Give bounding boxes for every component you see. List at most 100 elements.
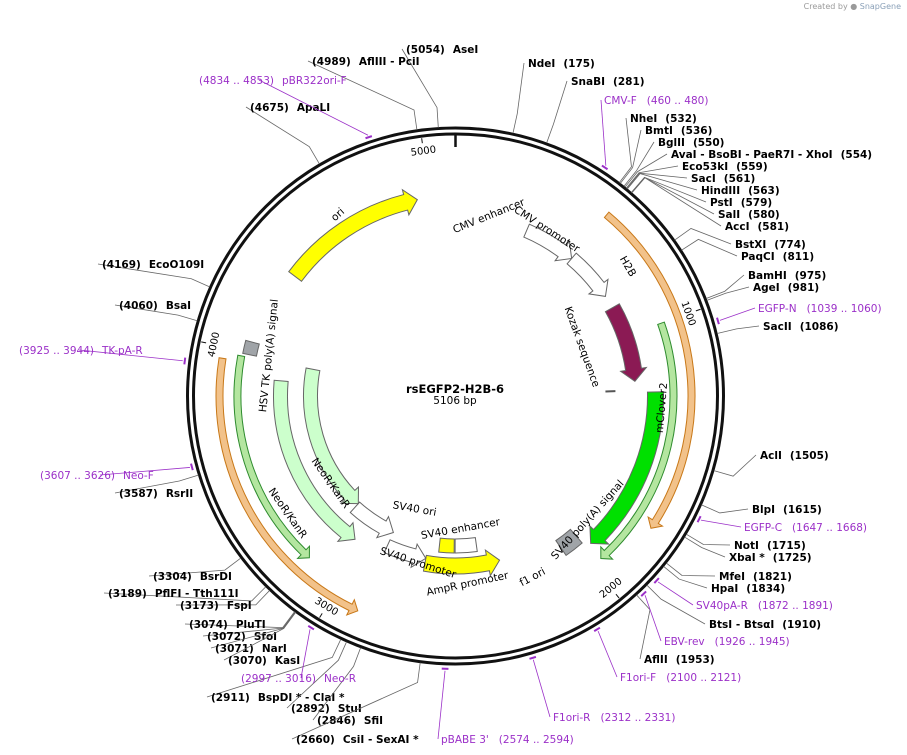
restriction-site-label: BglII(550) [658,137,724,149]
site-coord: (5054) [406,44,445,56]
site-leader-line [686,533,731,546]
site-coord: (3074) [189,619,228,631]
primer-mark [696,515,702,523]
site-name: KasI [275,655,300,667]
restriction-site-label: AvaI - BsoBI - PaeR7I - XhoI(554) [671,149,872,161]
site-coord: (3587) [119,488,158,500]
restriction-site-label: (4675)ApaLI [250,102,330,114]
primer-range: (2574 .. 2594) [499,734,574,746]
restriction-site-label: AflII(1953) [644,654,715,666]
site-leader-line [103,586,267,602]
backbone-outer [186,126,725,666]
primer-mark [529,655,537,660]
primer-label: EGFP-C(1647 .. 1668) [744,522,867,534]
primer-range: (2100 .. 2121) [666,672,741,684]
primer-name: EBV-rev [664,636,705,648]
site-name: AseI [453,44,478,56]
site-coord: (561) [724,173,756,185]
site-name: BtsI - BtsαI [709,619,774,631]
tick-label: 5000 [410,144,437,158]
feature-block [242,339,260,357]
primer-name: TK-pA-R [101,345,143,357]
primer-name: EGFP-C [744,522,782,534]
site-leader-line [623,141,655,187]
site-coord: (774) [774,239,806,251]
site-coord: (580) [748,209,780,221]
credit-prefix: Created by [803,2,848,11]
feature-arrow [273,379,356,543]
restriction-site-label: (2892)StuI [291,703,362,715]
site-coord: (1910) [782,619,821,631]
feature-label: SV40 enhancer [420,516,501,542]
site-name: SalI [718,209,740,221]
restriction-site-label: (4989)AflIII - PciI [312,56,420,68]
site-leader-line [663,566,708,589]
primer-label: F1ori-F(2100 .. 2121) [620,672,741,684]
primer-range: (2997 .. 3016) [241,673,316,685]
primer-leader-line [78,349,183,362]
plasmid-name: rsEGFP2-H2B-6 [405,382,505,396]
site-leader-line [618,117,632,183]
site-name: BsrDI [200,571,232,583]
site-coord: (3173) [180,600,219,612]
site-leader-line [625,165,679,189]
primer-range: (4834 .. 4853) [199,75,274,87]
restriction-site-label: SalI (580) [718,209,780,221]
site-name: NotI [734,540,759,552]
restriction-site-label: PstI(579) [710,197,772,209]
site-leader-line [684,536,726,558]
snapgene-logo-icon: ● [850,2,858,11]
restriction-site-label: SacI(561) [691,173,755,185]
primer-mark [601,164,609,171]
restriction-site-label: XbaI *(1725) [729,552,812,564]
restriction-site-label: NotI(1715) [734,540,806,552]
primer-name: Neo-R [324,673,356,685]
restriction-site-label: (4169)EcoO109I [102,259,204,271]
orf-arc-inner [233,354,310,559]
feature-arrow [589,391,664,545]
restriction-site-label: PaqCI(811) [741,251,814,263]
restriction-site-label: (3304)BsrDI [153,571,232,583]
site-name: HindIII [701,185,740,197]
tick-mark [319,613,323,618]
site-name: NarI [262,643,287,655]
restriction-site-label: (3071)NarI [215,643,287,655]
restriction-site-label: HindIII (563) [701,185,780,197]
site-coord: (532) [665,113,697,125]
site-coord: (579) [741,197,773,209]
site-coord: (1834) [746,583,785,595]
site-coord: (1615) [783,504,822,516]
tick-label: 4000 [206,331,222,358]
primer-name: F1ori-R [553,712,590,724]
restriction-site-label: BtsI - BtsαI (1910) [709,619,821,631]
site-coord: (3189) [108,588,147,600]
feature-label: mClover2 [654,382,670,433]
feature-block [438,537,455,554]
site-name: SnaBI [571,76,605,88]
restriction-site-label: (3173)FspI [180,600,252,612]
site-coord: (281) [613,76,645,88]
orf-arc [603,211,696,529]
site-leader-line [620,129,642,184]
restriction-site-label: Eco53kI(559) [682,161,768,173]
site-name: AclI [760,450,782,462]
feature-arrow [566,252,609,297]
snapgene-credit: Created by ● SnapGene [804,2,901,11]
restriction-site-label: (4060)BsaI [119,300,191,312]
feature-arrow [349,501,395,539]
restriction-site-label: (3074) PluTI [189,619,266,631]
feature-label: f1 ori [518,566,548,589]
site-name: BlpI [752,504,775,516]
primer-label: EBV-rev(1926 .. 1945) [664,636,790,648]
restriction-site-label: BstXI(774) [735,239,806,251]
site-name: SfoI [254,631,277,643]
site-coord: (563) [748,185,780,197]
site-leader-line [674,228,732,245]
primer-mark [653,577,660,584]
site-name: PluTI [236,619,266,631]
site-leader-line [546,80,568,144]
site-leader-line [666,562,716,577]
site-name: BglII [658,137,685,149]
site-name: HpaI [711,583,738,595]
feature-arrow [303,367,360,505]
